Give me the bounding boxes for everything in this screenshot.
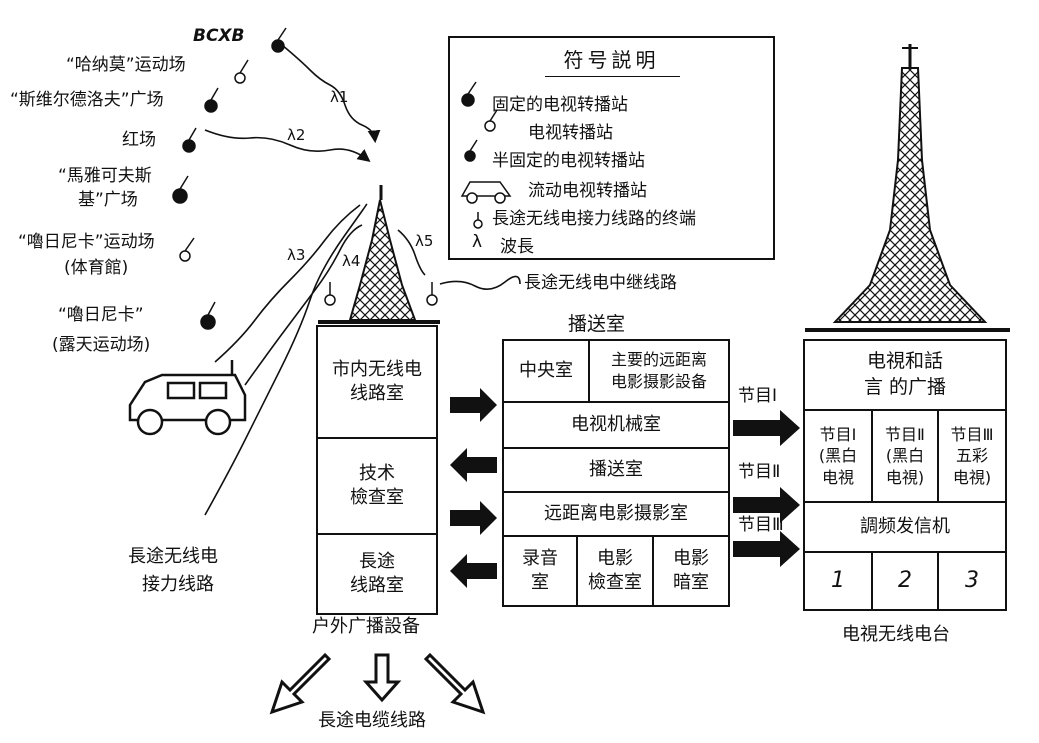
program-2-cell-l1: 节目Ⅱ [885,424,925,444]
legend-icons [460,81,512,229]
program-3-cell-l1: 节目Ⅲ [950,424,994,444]
source-dinamo-l2: (体育館) [64,258,129,278]
source-bcxb: BCXB [193,26,245,46]
source-luzhniki-open-l1: “嚕日尼卡” [58,305,144,325]
wavelength-l4: λ4 [342,252,361,270]
tv-speech-broadcast-header: 电視和話 言 的广播 [803,339,1007,411]
film-check-room: 电影 檢查室 [576,535,654,607]
recording-room-l2: 室 [531,572,549,593]
tech-check-room-l1: 技术 [359,462,395,484]
source-luzhniki-stadium: “哈纳莫”运动场 [66,55,186,75]
relay-line-label: 長途无线电中继线路 [524,273,677,293]
outdoor-equipment-label: 户外广播設备 [312,616,420,637]
long-radio-label-l1: 長途无线电 [128,546,218,567]
tv-header-l2: 言 的广播 [863,376,947,398]
source-luzhniki-open-l2: (露天运动场) [52,335,151,355]
wavelength-l5: λ5 [415,232,434,250]
film-darkroom: 电影 暗室 [652,535,730,607]
long-line-room-l2: 线路室 [350,575,404,596]
long-radio-label-l2: 接力线路 [142,574,214,595]
program-2-label: 节目Ⅱ [738,462,781,482]
station-markers [172,27,438,330]
main-remote-l2: 电影摄影設备 [610,372,707,391]
program-3-cell: 节目Ⅲ 五彩 电視) [937,409,1007,503]
tech-check-room: 技术 檢查室 [316,437,438,535]
legend-item-mobile-station: 流动电视转播站 [528,181,647,201]
recording-room-l1: 录音 [522,547,558,569]
film-check-room-l1: 电影 [597,547,633,569]
film-check-room-l2: 檢查室 [588,572,642,593]
legend-item-relay-terminal: 長途无线电接力线路的终端 [492,209,696,229]
cable-lines-label: 長途电缆线路 [318,710,426,731]
mobile-van-icon [128,360,247,436]
program-1-cell-l3: 电視 [821,467,854,487]
wavelength-l3: λ3 [287,246,306,264]
city-radio-room-l1: 市内无线电 [332,358,422,380]
cable-arrows [269,652,486,715]
channel-3: 3 [937,551,1007,611]
tv-station-label: 电視无线电台 [842,624,950,645]
program-3-cell-l3: 电視) [952,467,992,487]
recording-room: 录音 室 [502,535,578,607]
legend-lambda-symbol: λ [472,232,483,252]
program-3-cell-l2: 五彩 [955,446,988,466]
film-darkroom-l1: 电影 [673,547,709,569]
source-red-square: 红场 [122,130,156,150]
channel-2: 2 [871,551,939,611]
long-line-room-l1: 長途 [359,550,395,572]
legend-item-fixed-station: 固定的电视转播站 [492,95,628,115]
large-tv-tower-icon [805,44,1010,332]
source-mayakovsky-l1: “馬雅可夫斯 [58,166,152,186]
broadcast-room-title: 播送室 [568,313,626,335]
legend-box: 符号説明 固定的电视转播站 电视转播站 半固定的电视转播站 流动电视转播站 長途… [448,36,775,260]
legend-item-wavelength: 波長 [500,237,534,257]
legend-item-station: 电视转播站 [528,123,613,143]
wavelength-l1: λ1 [330,88,349,106]
program-2-cell: 节目Ⅱ (黑白 电視) [871,409,939,503]
central-room: 中央室 [502,339,590,403]
city-radio-room: 市内无线电 线路室 [316,325,438,439]
main-remote-l1: 主要的远距离 [610,350,707,370]
long-line-room: 長途 线路室 [316,533,438,615]
program-3-label: 节目Ⅲ [738,515,784,535]
broadcast-room: 播送室 [502,447,730,493]
legend-item-semi-fixed-station: 半固定的电视转播站 [492,151,645,171]
program-2-cell-l3: 电視) [885,467,925,487]
program-2-cell-l2: (黑白 [885,446,925,466]
source-sverdlov-square: “斯维尔德洛夫”广场 [10,90,164,110]
program-1-label: 节目Ⅰ [738,386,778,406]
small-tower-icon [318,185,440,324]
main-remote-equipment: 主要的远距离 电影摄影設备 [588,339,730,403]
tech-check-room-l2: 檢查室 [350,487,404,508]
source-dinamo-l1: “嚕日尼卡”运动场 [18,232,155,252]
source-mayakovsky-l2: 基”广场 [78,190,138,210]
flow-arrows [450,388,800,588]
legend-title: 符号説明 [563,48,660,72]
legend-title-underline [545,76,680,77]
program-1-cell-l1: 节目Ⅰ [819,424,857,444]
city-radio-room-l2: 线路室 [350,383,404,404]
film-darkroom-l2: 暗室 [673,572,709,593]
program-1-cell: 节目Ⅰ (黑白 电視 [803,409,873,503]
wavelength-l2: λ2 [287,126,306,144]
channel-1: 1 [803,551,873,611]
remote-film-room: 远距离电影摄影室 [502,491,730,537]
radio-link-lines [204,44,521,516]
fm-transmitter: 調频发信机 [803,501,1007,553]
tv-machine-room: 电视机械室 [502,401,730,449]
program-1-cell-l2: (黑白 [818,446,858,466]
tv-header-l1: 电視和話 [866,350,943,373]
